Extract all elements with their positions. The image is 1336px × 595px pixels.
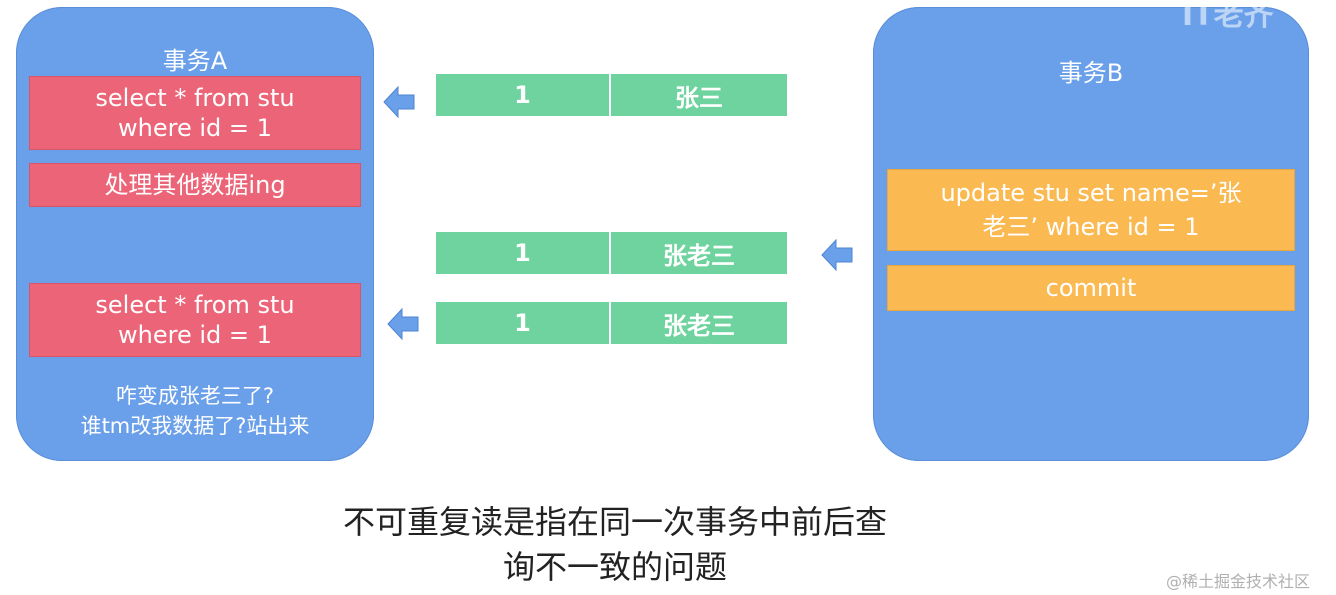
watermark-top: IT老齐 xyxy=(1182,0,1274,33)
row-name-cell: 张三 xyxy=(611,74,787,116)
left-arrow-icon xyxy=(387,307,419,341)
row-name-cell: 张老三 xyxy=(611,232,787,274)
caption-text: 不可重复读是指在同一次事务中前后查 询不一致的问题 xyxy=(342,503,887,586)
data-row-2: 1 张老三 xyxy=(436,232,787,274)
watermark-bottom: @稀土掘金技术社区 xyxy=(1166,572,1311,591)
row-id-cell: 1 xyxy=(436,232,611,274)
transaction-a-select-2: select * from stu where id = 1 xyxy=(29,283,361,357)
row-id-cell: 1 xyxy=(436,302,611,344)
transaction-a-note: 咋变成张老三了? 谁tm改我数据了?站出来 xyxy=(80,384,310,438)
transaction-a-title: 事务A xyxy=(162,47,228,75)
left-arrow-icon xyxy=(821,238,853,272)
data-row-1: 1 张三 xyxy=(436,74,787,116)
row-id-cell: 1 xyxy=(436,74,611,116)
transaction-a-panel: 事务A select * from stu where id = 1 处理其他数… xyxy=(16,7,374,461)
transaction-a-select-1: select * from stu where id = 1 xyxy=(29,76,361,150)
left-arrow-icon xyxy=(383,85,415,119)
transaction-b-title: 事务B xyxy=(1058,59,1124,87)
data-row-3: 1 张老三 xyxy=(436,302,787,344)
row-name-cell: 张老三 xyxy=(611,302,787,344)
transaction-a-process: 处理其他数据ing xyxy=(29,163,361,207)
transaction-b-panel: 事务B update stu set name=’张 老三’ where id … xyxy=(873,7,1309,461)
transaction-b-update: update stu set name=’张 老三’ where id = 1 xyxy=(887,169,1295,251)
transaction-b-commit: commit xyxy=(887,265,1295,311)
